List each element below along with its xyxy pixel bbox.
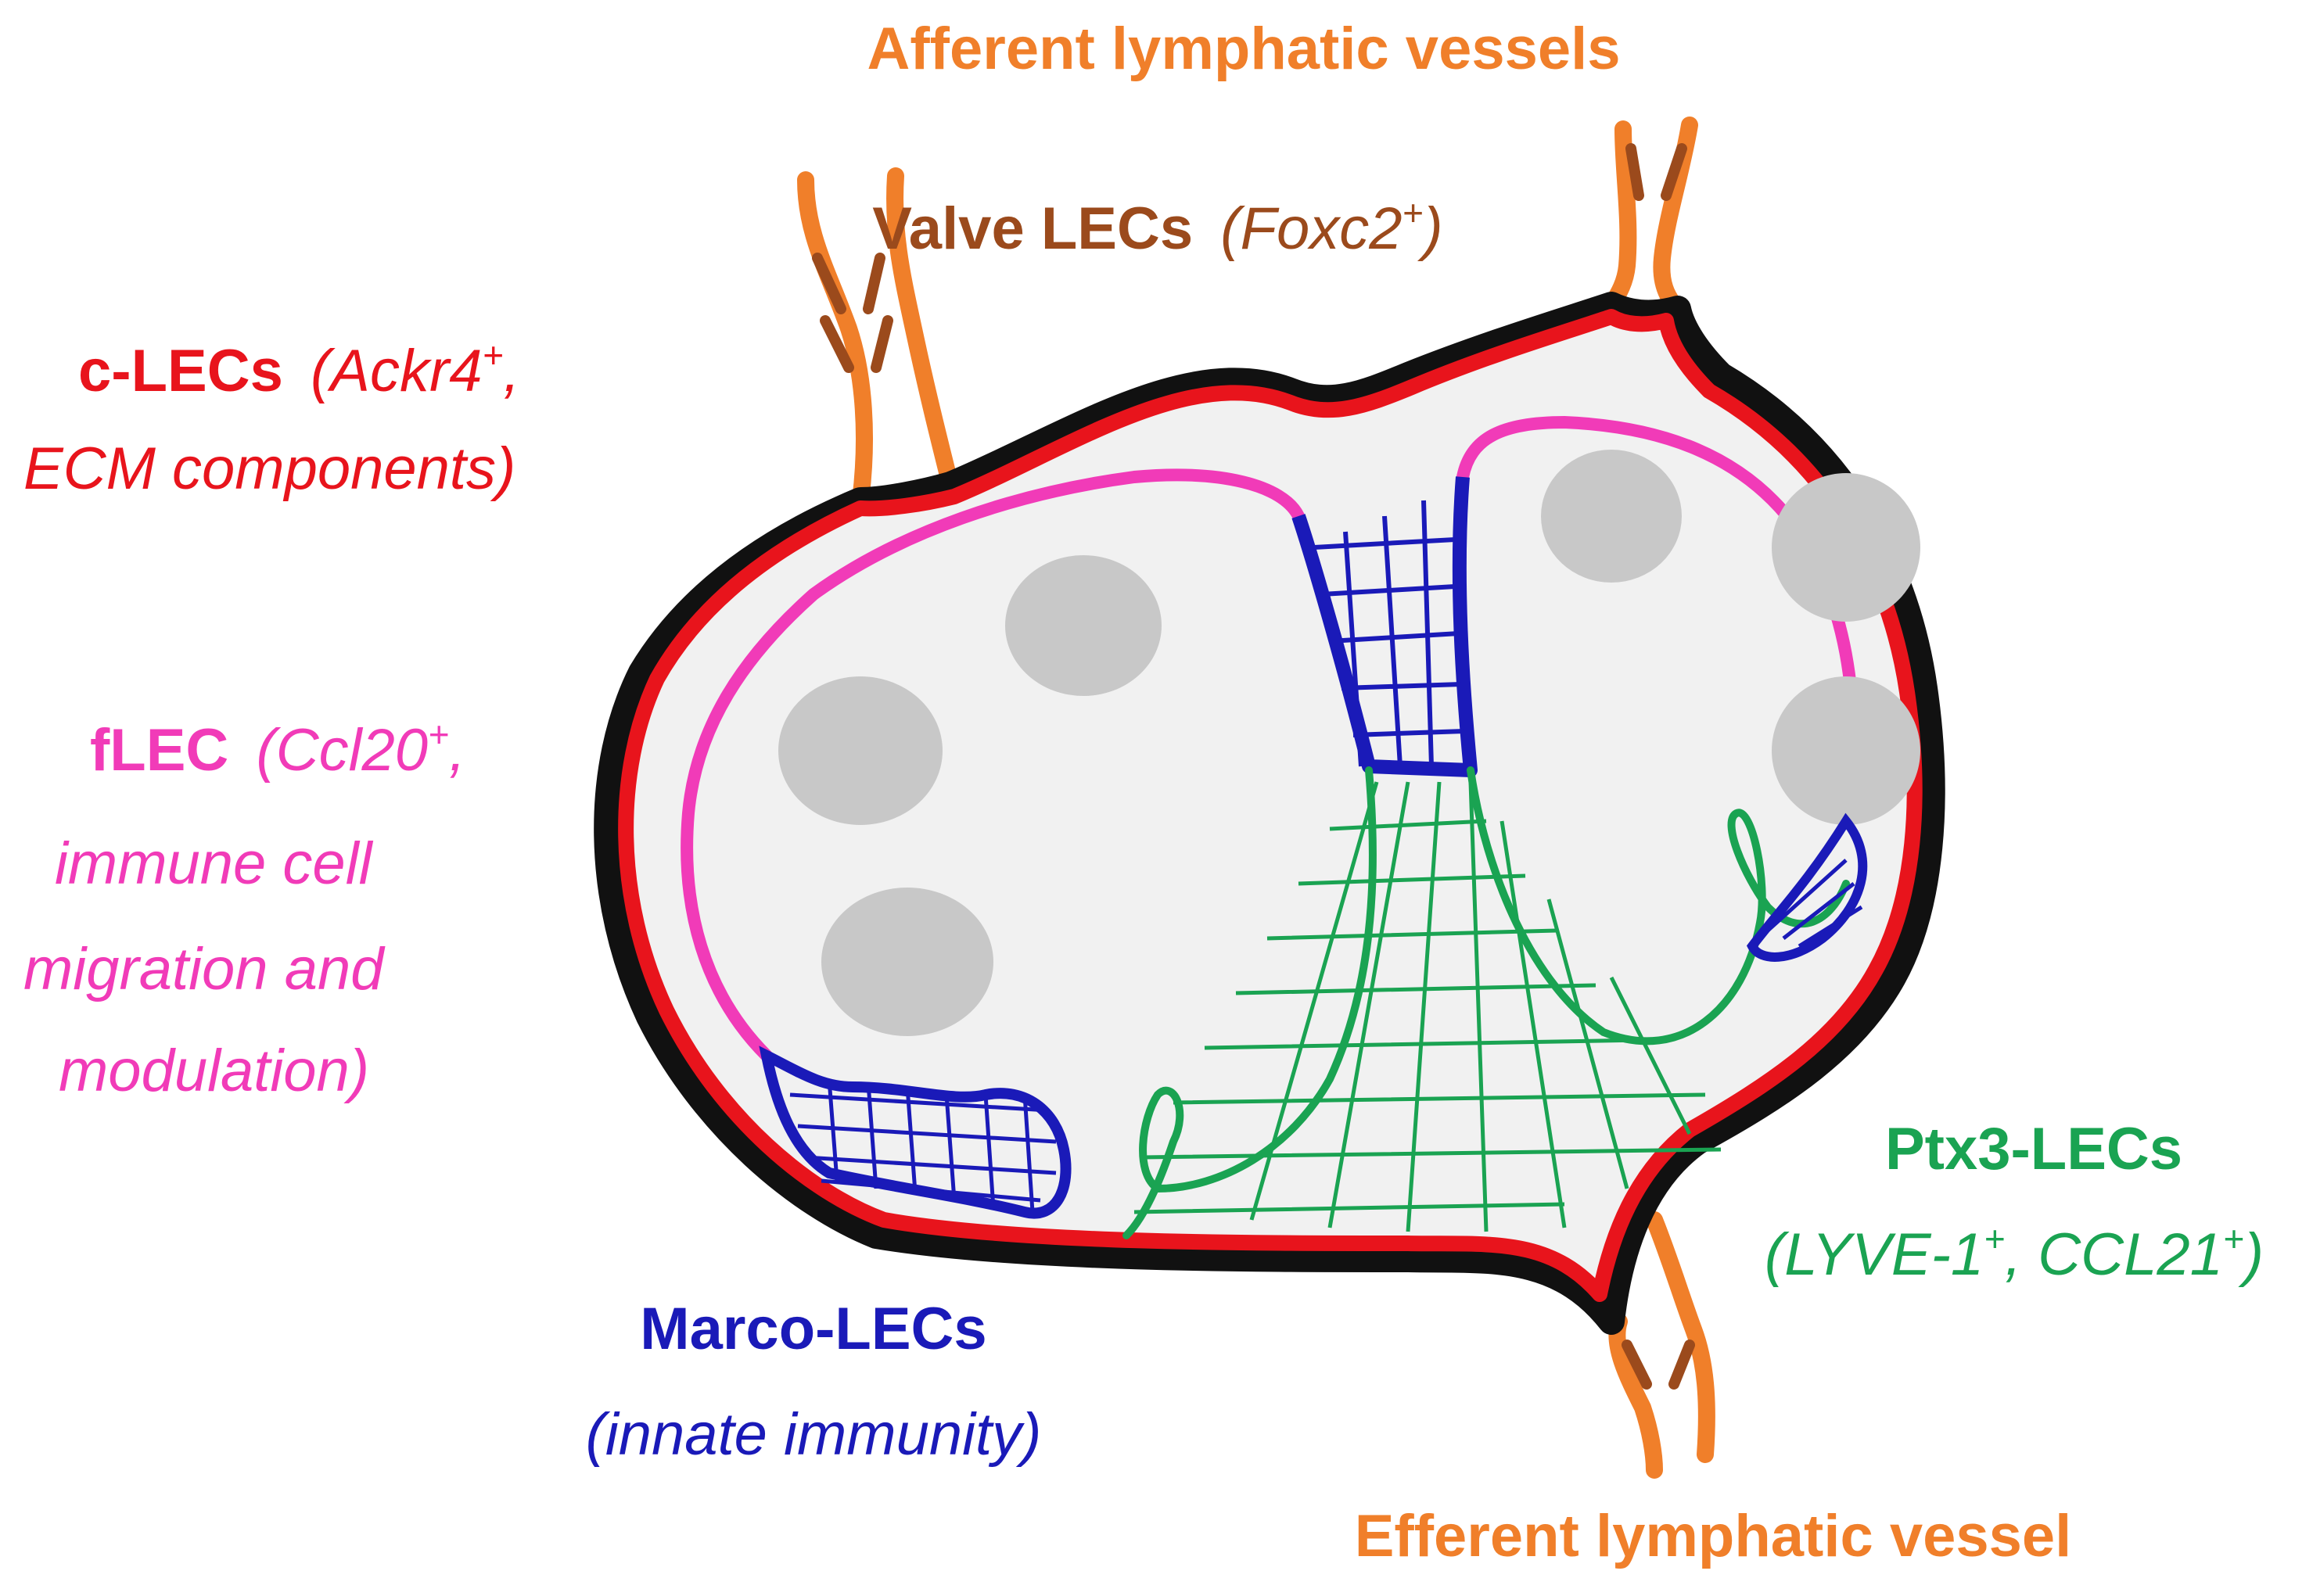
afferent-label: Afferent lymphatic vessels bbox=[867, 16, 1620, 82]
efferent-vessel-left-icon bbox=[1608, 1313, 1663, 1479]
afferent-vessel-left-wall-icon bbox=[886, 167, 959, 493]
afferent-vessel-right-icon bbox=[1603, 120, 1637, 314]
flec-lining-left-icon bbox=[681, 468, 1305, 1062]
flec-label-line3: migration and bbox=[23, 936, 386, 1002]
marco-sinus-left-icon bbox=[759, 1045, 1072, 1219]
sinus-network-icon bbox=[1313, 500, 1465, 767]
flec-label-line1: fLEC (Ccl20+, bbox=[90, 714, 465, 784]
afferent-vessel-left-icon bbox=[797, 171, 873, 509]
marco-sinus-right-icon bbox=[1746, 812, 1868, 962]
lymph-node-icon bbox=[594, 117, 1945, 1479]
capsule-outline-icon bbox=[594, 292, 1945, 1335]
flec-label-line2: immune cell bbox=[55, 830, 374, 897]
ptx3-network-outline-icon bbox=[1122, 766, 1850, 1239]
marco-label-line1: Marco-LECs bbox=[640, 1296, 986, 1362]
valve-leaflets-icon bbox=[812, 143, 1695, 1390]
marco-label-line2: (innate immunity) bbox=[586, 1401, 1042, 1468]
ptx3-mesh-icon bbox=[1133, 781, 1722, 1232]
clec-label-line1: c-LECs (Ackr4+, bbox=[78, 335, 520, 404]
efferent-label: Efferent lymphatic vessel bbox=[1355, 1503, 2072, 1569]
flec-label-line4: modulation) bbox=[59, 1038, 369, 1104]
ptx3-label-line1: Ptx3-LECs bbox=[1885, 1116, 2182, 1182]
valve-label: Valve LECs (Foxc2+) bbox=[872, 192, 1442, 262]
clec-label-line2: ECM components) bbox=[23, 436, 515, 502]
efferent-vessel-right-icon bbox=[1646, 1211, 1715, 1463]
follicle-icon bbox=[778, 450, 1920, 1036]
ptx3-label-line2: (LYVE-1+, CCL21+) bbox=[1765, 1218, 2264, 1288]
